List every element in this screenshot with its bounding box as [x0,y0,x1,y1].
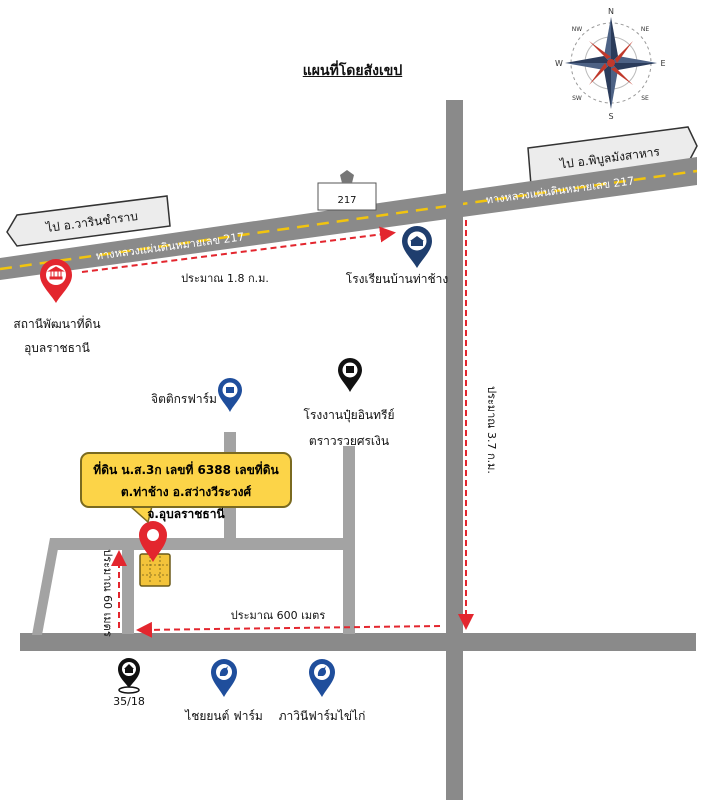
compass-ne: NE [641,26,649,33]
farm-jit-label: จิตติกรฟาร์ม [151,392,217,406]
factory-line2: ตราวรวยศรเงิน [308,434,390,448]
land-location-pin [139,521,167,562]
compass-n: N [608,7,614,16]
distance-right: ประมาณ 3.7 ก.ม. [485,386,498,474]
house-number-label: 35/18 [113,695,145,708]
highway-centerline [0,169,698,271]
distance-top: ประมาณ 1.8 ก.ม. [181,272,269,285]
land-parcel [139,553,171,587]
house-pin [118,658,140,694]
highway-shield-number: 217 [337,195,356,206]
farm-pawinee-pin [309,659,335,697]
compass-nw: NW [572,26,582,33]
road-soi-horizontal [50,538,351,550]
road-soi-diagonal [32,538,60,635]
compass-s: S [608,112,613,121]
highway-217 [0,157,697,280]
route-to-school [81,226,396,273]
school-label: โรงเรียนบ้านท่าช้าง [345,272,449,286]
factory-label: โรงงานปุ๋ยอินทรีย์ ตราวรวยศรเงิน [304,402,395,454]
farm-chaiyon-pin [211,659,237,697]
compass-w: W [555,59,563,68]
highway-shield: 217 [317,170,377,211]
land-office-label: สถานีพัฒนาที่ดิน อุบลราชธานี [13,312,100,360]
land-callout: ที่ดิน น.ส.3ก เลขที่ 6388 เลขที่ดิน ต.ท่… [80,452,292,521]
factory-pin [338,358,362,392]
factory-line1: โรงงานปุ๋ยอินทรีย์ [303,408,395,422]
land-office-line2: อุบลราชธานี [24,341,90,355]
compass-e: E [660,59,665,68]
callout-line1: ที่ดิน น.ส.3ก เลขที่ 6388 เลขที่ดิน [93,463,279,477]
sign-left: ไป อ.วารินชำราบ [6,195,171,247]
school-pin [402,226,432,268]
land-office-pin [40,259,72,303]
compass-rose: N S E W NE NW SE SW [555,7,665,121]
farm-pawinee-label: ภาวินีฟาร์มไข่ไก่ [278,709,366,723]
road-horizontal-bottom [20,633,696,651]
distance-left: ประมาณ 60 เมตร [101,549,114,637]
map-title: แผนที่โดยสังเขป [302,63,403,79]
road-soi-factory [343,446,355,634]
compass-se: SE [641,95,649,102]
farm-chaiyon-label: ไชยยนต์ ฟาร์ม [185,709,263,723]
compass-sw: SW [572,95,582,102]
farm-jit-pin [218,378,242,412]
land-office-line1: สถานีพัฒนาที่ดิน [13,317,101,331]
route-west-bottom [136,621,441,638]
callout-line2: ต.ท่าช้าง อ.สว่างวีระวงศ์ จ.อุบลราชธานี [120,485,252,521]
distance-bottom: ประมาณ 600 เมตร [231,609,326,622]
road-soi-left [122,538,134,634]
road-vertical-main [446,100,463,800]
